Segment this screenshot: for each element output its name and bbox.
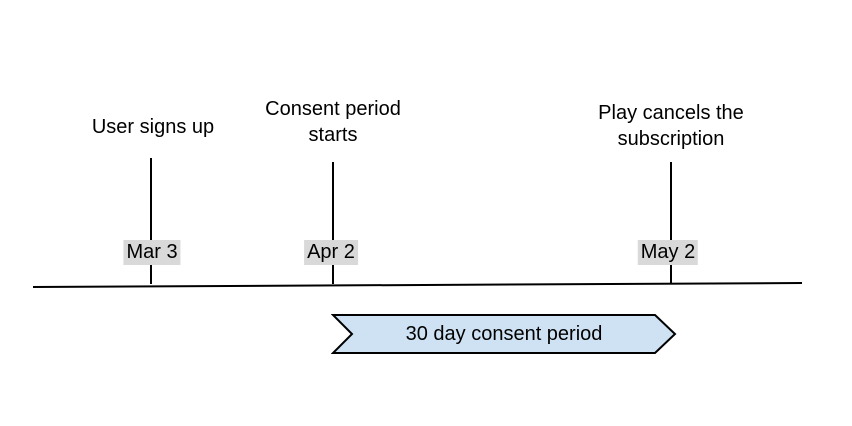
event-tick-apr-2: [332, 162, 334, 284]
banner-label: 30 day consent period: [405, 323, 603, 345]
event-tick-mar-3: [150, 158, 152, 284]
timeline-axis-line: [32, 282, 803, 288]
consent-period-banner: 30 day consent period: [331, 313, 677, 355]
event-date-chip-apr-2: Apr 2: [304, 240, 358, 265]
event-label-user-signs-up: User signs up: [91, 116, 215, 138]
event-label-consent-period-starts: Consent period starts: [265, 98, 401, 146]
event-date-chip-may-2: May 2: [637, 240, 699, 265]
banner-arrow-polygon: [331, 314, 677, 354]
event-tick-may-2: [670, 162, 672, 284]
banner-arrow-shape: [331, 314, 677, 354]
event-label-play-cancels-subscription: Play cancels the subscription: [598, 102, 744, 150]
event-date-chip-mar-3: Mar 3: [123, 240, 181, 265]
